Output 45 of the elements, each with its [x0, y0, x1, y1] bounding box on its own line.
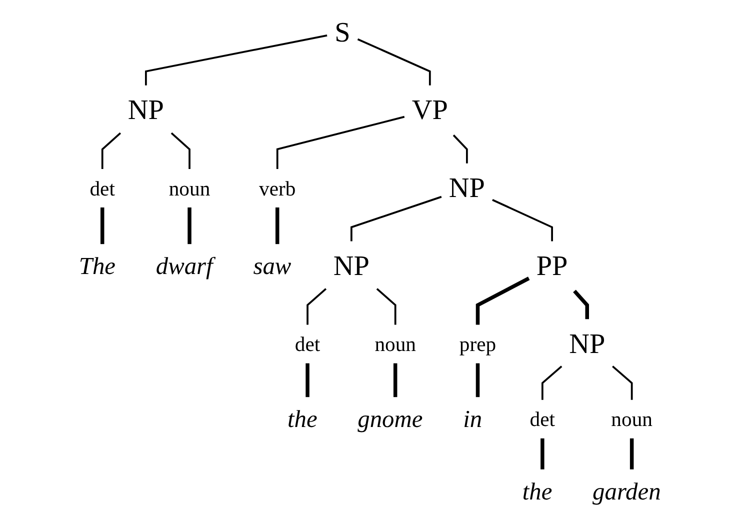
connector — [101, 132, 122, 169]
node-text: noun — [374, 332, 416, 356]
node-text: prep — [459, 332, 496, 356]
connector — [452, 134, 468, 164]
connector — [492, 199, 553, 242]
connector — [393, 363, 398, 398]
node-text: noun — [611, 407, 652, 431]
node-text: PP — [536, 250, 568, 282]
connector — [275, 207, 280, 244]
node-text: garden — [592, 478, 661, 506]
connector — [306, 363, 310, 398]
connector — [357, 38, 431, 86]
node-text: The — [78, 252, 116, 280]
connector — [541, 366, 562, 400]
node-text: the — [287, 406, 318, 433]
connector — [376, 288, 396, 325]
node-text: dwarf — [156, 252, 213, 280]
connector — [145, 34, 328, 86]
node-text: VP — [412, 94, 448, 126]
connector — [100, 207, 104, 244]
node-text: noun — [168, 176, 210, 200]
node-text: saw — [253, 252, 292, 280]
connector — [540, 438, 544, 470]
connector — [612, 366, 633, 400]
node-text: det — [294, 332, 320, 356]
connector — [350, 196, 442, 242]
node-text: gnome — [358, 406, 423, 433]
node-text: NP — [569, 328, 606, 360]
connector — [276, 116, 405, 169]
connector — [188, 207, 192, 244]
connector — [630, 438, 634, 470]
connector — [306, 288, 327, 325]
node-text: det — [530, 407, 556, 431]
connector — [170, 132, 190, 169]
node-text: S — [334, 16, 350, 48]
node-text: NP — [128, 94, 164, 126]
node-text: NP — [448, 172, 485, 204]
node-text: det — [90, 176, 115, 200]
connector — [476, 276, 530, 325]
node-text: verb — [259, 176, 296, 200]
connector — [573, 290, 589, 320]
node-text: the — [522, 478, 552, 506]
connector — [476, 363, 480, 398]
node-text: in — [463, 406, 482, 433]
node-text: NP — [333, 250, 370, 282]
